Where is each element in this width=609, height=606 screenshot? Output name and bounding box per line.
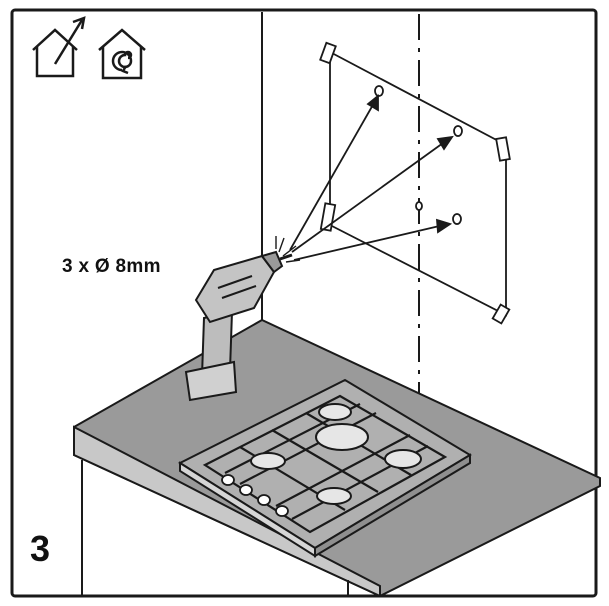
step-number: 3 [30,528,51,569]
drill-size-label: 3 x Ø 8mm [62,256,161,277]
drill-sparks [275,236,301,263]
drill-holes [374,85,463,225]
cordless-drill [184,250,293,402]
drilling-template [319,41,511,325]
drill-direction-arrows [289,94,454,261]
house-vent-outside-icon [32,16,86,78]
gas-hob [177,378,472,558]
house-recirculation-icon [98,28,146,80]
